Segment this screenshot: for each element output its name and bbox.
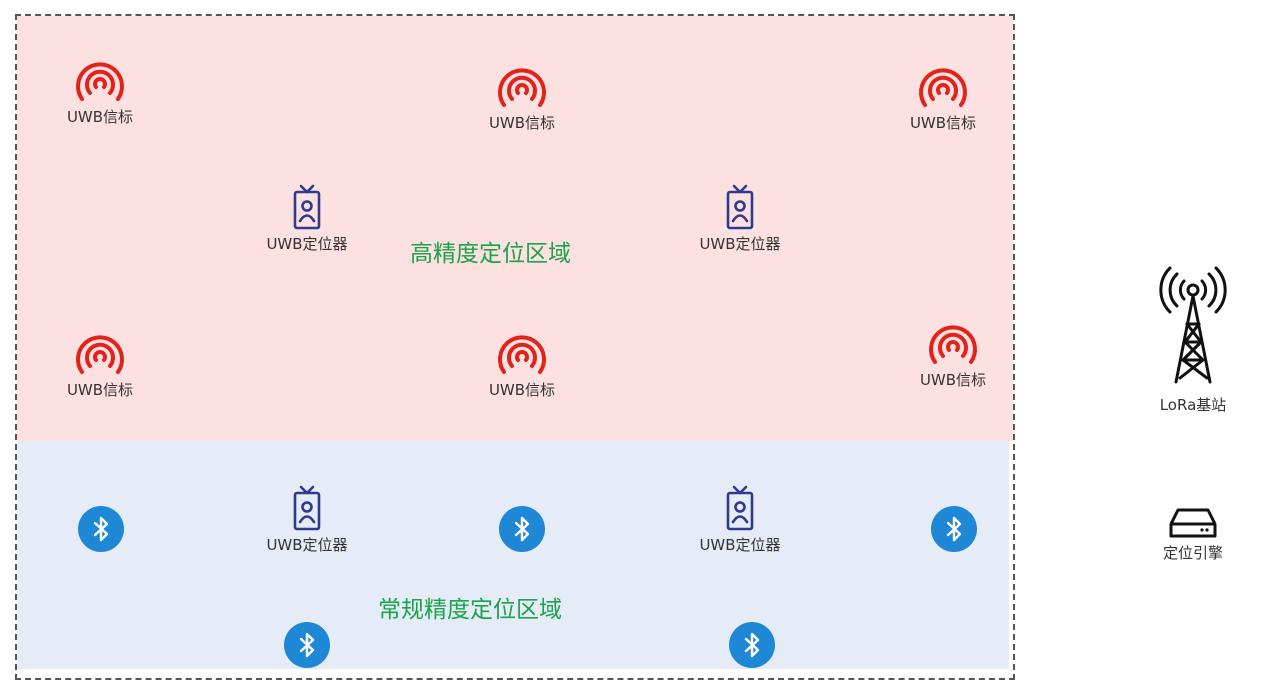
uwb-signal-icon — [919, 68, 967, 107]
uwb-locator-label: UWB定位器 — [699, 536, 781, 554]
uwb-signal-icon — [76, 335, 124, 374]
uwb-locator: UWB定位器 — [688, 183, 792, 254]
uwb-locator: UWB定位器 — [255, 484, 359, 555]
uwb-signal-icon — [929, 325, 977, 364]
normal-precision-zone — [17, 441, 1009, 669]
high-precision-zone — [17, 16, 1013, 441]
badge-icon — [293, 184, 321, 230]
locating-engine-label: 定位引擎 — [1162, 544, 1223, 562]
uwb-locator: UWB定位器 — [255, 183, 359, 254]
lora-base-station: LoRa基站 — [1148, 262, 1238, 415]
bluetooth-icon — [78, 506, 124, 552]
uwb-signal-icon — [76, 62, 124, 101]
lora-base-station-label: LoRa基站 — [1159, 396, 1227, 414]
uwb-locator-label: UWB定位器 — [266, 536, 348, 554]
uwb-beacon-label: UWB信标 — [66, 381, 134, 399]
uwb-beacon-label: UWB信标 — [488, 381, 556, 399]
radio-tower-icon — [1159, 266, 1227, 384]
bluetooth-icon — [284, 622, 330, 668]
uwb-locator-label: UWB定位器 — [699, 235, 781, 253]
uwb-beacon: UWB信标 — [55, 327, 145, 400]
bluetooth-icon — [499, 506, 545, 552]
badge-icon — [726, 485, 754, 531]
uwb-beacon-label: UWB信标 — [909, 114, 977, 132]
server-box-icon — [1169, 508, 1217, 538]
positioning-area-border — [15, 14, 1015, 680]
uwb-beacon: UWB信标 — [477, 60, 567, 133]
uwb-beacon: UWB信标 — [898, 60, 988, 133]
high-precision-zone-label: 高精度定位区域 — [410, 241, 571, 267]
normal-precision-zone-label: 常规精度定位区域 — [378, 597, 562, 623]
uwb-beacon: UWB信标 — [55, 54, 145, 127]
uwb-signal-icon — [498, 335, 546, 374]
uwb-beacon: UWB信标 — [908, 317, 998, 390]
uwb-locator-label: UWB定位器 — [266, 235, 348, 253]
bluetooth-icon — [729, 622, 775, 668]
uwb-beacon-label: UWB信标 — [919, 371, 987, 389]
uwb-beacon: UWB信标 — [477, 327, 567, 400]
uwb-beacon-label: UWB信标 — [488, 114, 556, 132]
badge-icon — [726, 184, 754, 230]
badge-icon — [293, 485, 321, 531]
uwb-locator: UWB定位器 — [688, 484, 792, 555]
bluetooth-icon — [931, 506, 977, 552]
uwb-beacon-label: UWB信标 — [66, 108, 134, 126]
uwb-signal-icon — [498, 68, 546, 107]
locating-engine: 定位引擎 — [1148, 506, 1238, 563]
